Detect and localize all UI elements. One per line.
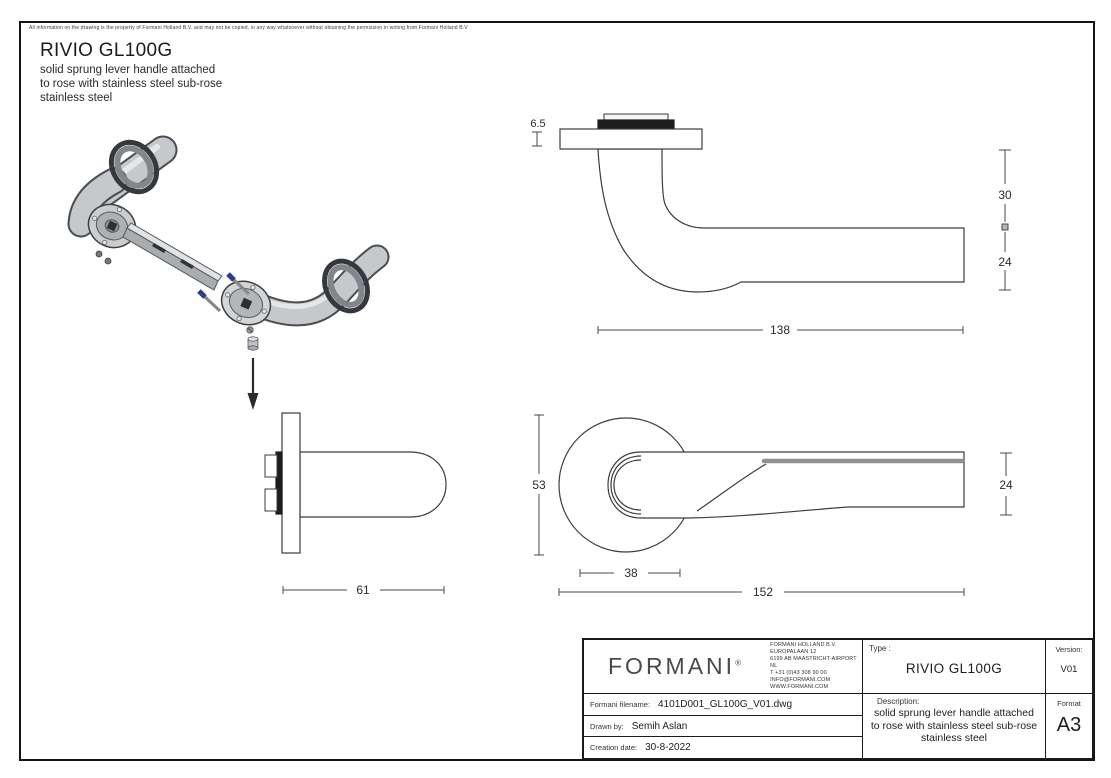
fixing-screw [226,272,251,296]
format-value: A3 [1056,714,1082,736]
exploded-view [67,135,390,410]
front-view [558,417,965,553]
filename-row: Formani filename: 4101D001_GL100G_V01.dw… [584,694,862,716]
product-title: RIVIO GL100G [40,40,173,61]
spindle-bar [122,222,223,291]
grip-twist-edge [696,463,767,512]
type-label: Type : [869,644,891,653]
version-label: Version: [1055,645,1083,654]
file-meta-cell: Formani filename: 4101D001_GL100G_V01.dw… [584,694,863,758]
neck-arc [610,455,642,515]
mech-block [264,454,278,478]
dim-neck-drop: 30 [998,188,1012,202]
creation-date-value: 30-8-2022 [645,742,691,754]
mech-block [264,488,278,512]
company-address: FORMANI HOLLAND B.V. EUROPALAAN 12 6199 … [770,642,857,690]
creation-date-label: Creation date: [590,743,638,753]
side-elevation-view [559,113,965,293]
sheet-border [19,21,1095,761]
formani-logo: FORMANI® [608,653,741,679]
copyright-disclaimer: All information on the drawing is the pr… [29,25,468,31]
dim-grip-section: 24 [998,255,1012,269]
lower-rose-ring [322,258,370,314]
drawn-by-value: Semih Aslan [631,720,688,732]
dim-grip-section-front: 24 [999,478,1013,492]
small-screw [104,257,112,265]
dim-total-length: 152 [753,585,773,599]
creation-date-row: Creation date: 30-8-2022 [584,737,862,758]
product-description: solid sprung lever handle attached to ro… [40,63,222,105]
filename-value: 4101D001_GL100G_V01.dwg [658,698,793,710]
lever-front-body [607,451,965,519]
fixing-screw [197,289,222,313]
lower-lever-handle [197,244,390,410]
description-line: stainless steel [40,92,113,104]
drawn-by-label: Drawn by: [590,721,624,731]
description-cell: Description: solid sprung lever handle a… [863,694,1046,758]
end-view [264,412,447,554]
drawn-by-row: Drawn by: Semih Aslan [584,716,862,738]
description-line: to rose with stainless steel sub-rose [40,78,223,90]
assembly-direction-arrow [247,358,259,410]
type-cell: Type : RIVIO GL100G [863,640,1046,694]
upper-rose-ring [108,139,160,195]
lower-subrose-mechanism [220,280,272,326]
rose-side [281,412,301,554]
version-cell: Version: V01 [1046,640,1092,694]
small-screw [95,250,103,258]
format-cell: Format A3 [1046,694,1092,758]
side-view-dimensions [532,131,1011,334]
version-value: V01 [1060,664,1078,675]
company-cell: FORMANI® FORMANI HOLLAND B.V. EUROPALAAN… [584,640,863,694]
format-label: Format [1057,699,1081,708]
dim-neck-width: 38 [624,566,638,580]
dim-rose-diameter: 53 [532,478,546,492]
filename-label: Formani filename: [590,699,651,709]
description-line: solid sprung lever handle attached [40,64,216,76]
type-value: RIVIO GL100G [905,661,1003,676]
lever-capsule [299,451,447,518]
dim-side-projection: 61 [356,583,370,597]
description-label: Description: [877,697,920,706]
dim-grip-length: 138 [770,323,790,337]
neck-arc [613,459,642,511]
registered-mark: ® [735,658,741,668]
subrose-stack [597,119,675,130]
front-view-dimensions [534,414,1012,596]
grub-screw [246,326,254,334]
rose-outline [559,128,703,150]
dim-rose-thickness: 6.5 [530,118,545,130]
description-text: solid sprung lever handle attached to ro… [870,707,1038,744]
subrose-strip [275,451,283,515]
end-view-dimension [282,586,445,594]
lever-outline [597,148,965,293]
pin-cylinder [247,336,259,351]
title-block: FORMANI® FORMANI HOLLAND B.V. EUROPALAAN… [582,638,1094,760]
